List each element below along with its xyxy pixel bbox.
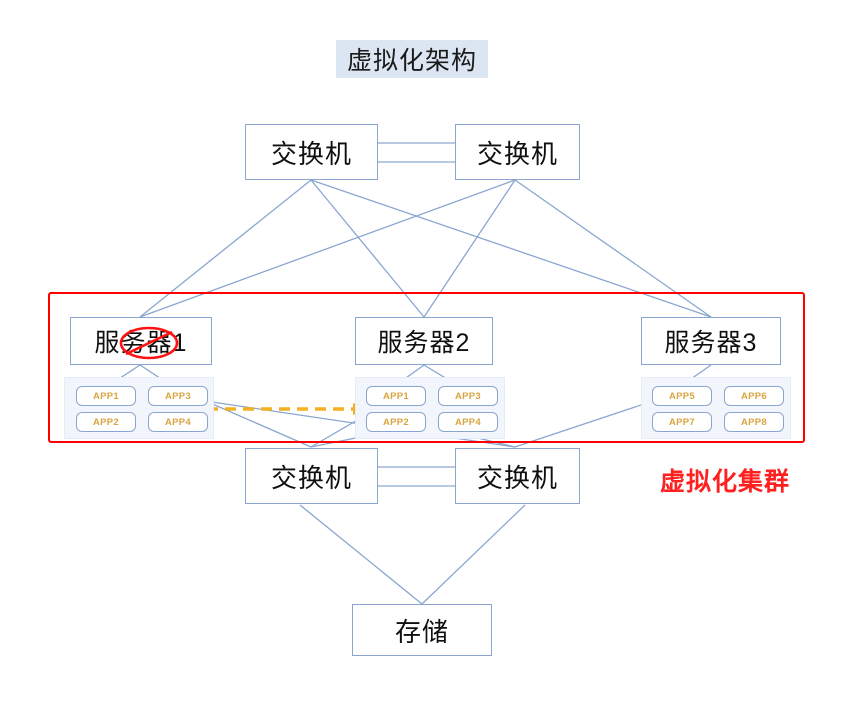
app-box-s1-4[interactable]: APP4 [148,412,208,432]
top-switch-left[interactable]: 交换机 [245,124,378,180]
link-botswl-storage [299,504,423,605]
server2-box[interactable]: 服务器2 [355,317,493,365]
bottom-switch-left[interactable]: 交换机 [245,448,378,504]
cluster-caption-label: 虚拟化集群 [660,468,791,496]
app-box-s3-4[interactable]: APP8 [724,412,784,432]
app-box-s2-1[interactable]: APP1 [366,386,426,406]
server1-box[interactable]: 服务器1 [70,317,212,365]
app-box-s2-3[interactable]: APP2 [366,412,426,432]
app-box-s3-3[interactable]: APP7 [652,412,712,432]
app-box-s1-2[interactable]: APP3 [148,386,208,406]
app-box-s1-3[interactable]: APP2 [76,412,136,432]
storage-box[interactable]: 存储 [352,604,492,656]
app-box-s1-1[interactable]: APP1 [76,386,136,406]
app-box-s3-2[interactable]: APP6 [724,386,784,406]
link-botswr-storage [421,504,526,605]
server3-box[interactable]: 服务器3 [641,317,781,365]
app-box-s2-4[interactable]: APP4 [438,412,498,432]
app-box-s2-2[interactable]: APP3 [438,386,498,406]
top-switch-right[interactable]: 交换机 [455,124,580,180]
page-title: 虚拟化架构 [336,40,488,78]
bottom-switch-right[interactable]: 交换机 [455,448,580,504]
app-box-s3-1[interactable]: APP5 [652,386,712,406]
